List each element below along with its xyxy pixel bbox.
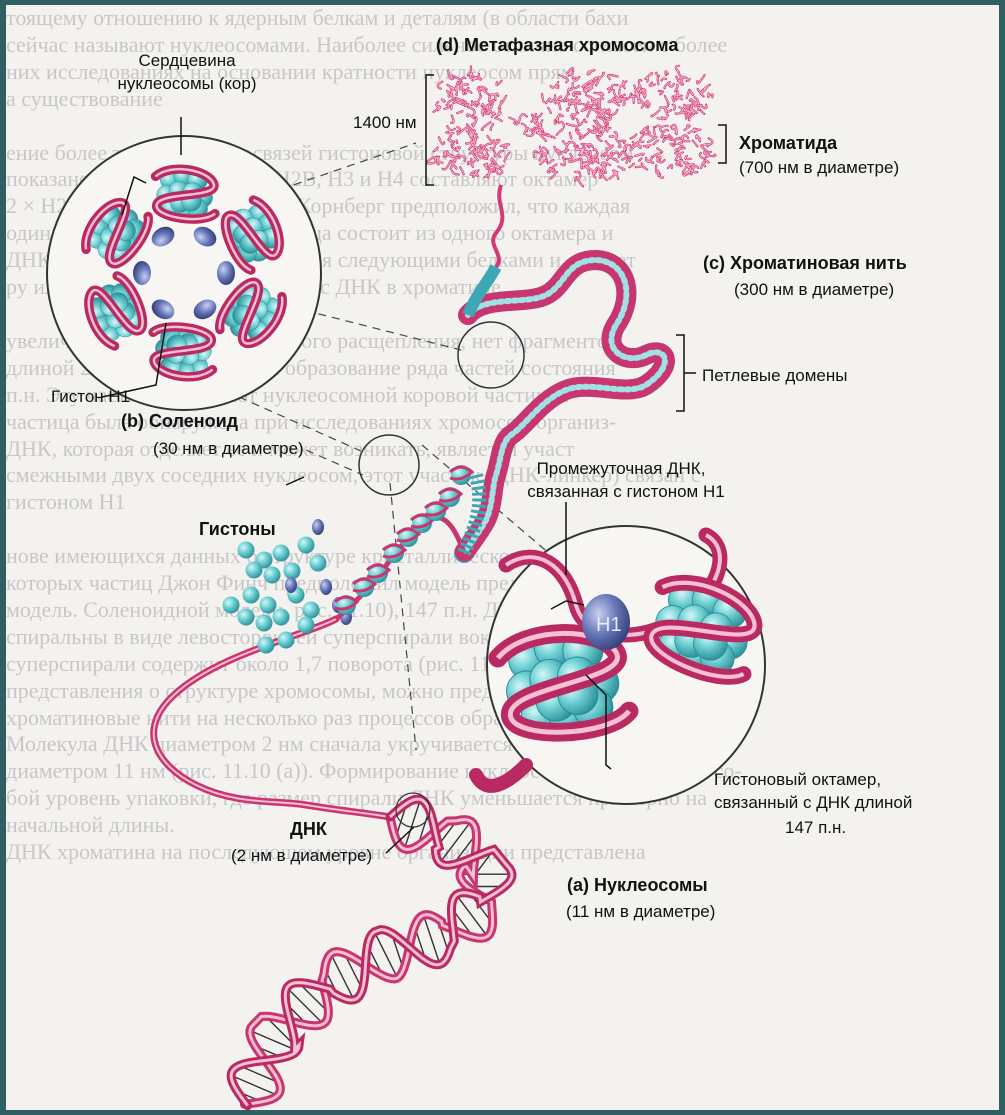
free-histone-core: [246, 562, 263, 579]
label-core-line2: нуклеосомы (кор): [92, 73, 282, 94]
free-histone-h1: [285, 577, 297, 593]
free-histone-core: [260, 597, 277, 614]
label-core-line1: Сердцевина: [107, 50, 267, 71]
free-histone-core: [273, 609, 290, 626]
label-linker-line2: связанная с гистоном H1: [516, 481, 736, 502]
label-b-size: (30 нм в диаметре): [153, 438, 304, 459]
free-histone-core: [223, 597, 240, 614]
free-histone-core: [284, 563, 301, 580]
nucleosome-octamer: [155, 166, 215, 219]
chromatid-arm: [624, 125, 715, 178]
figure-page: тоящему отношению к ядерным белкам и дет…: [6, 5, 999, 1110]
free-histone-core: [256, 615, 273, 632]
label-c-title: (c) Хроматиновая нить: [703, 253, 907, 274]
chromatin-fiber: [464, 260, 665, 553]
free-histone-core: [278, 632, 295, 649]
solenoid-zoom-marker: [359, 435, 419, 495]
h1-badge-text: H1: [596, 614, 622, 636]
label-d-title: (d) Метафазная хромосома: [436, 35, 678, 56]
label-histones: Гистоны: [199, 519, 276, 540]
free-histone-core: [298, 617, 315, 634]
free-histone-core: [310, 555, 327, 572]
chromatid-arm-highlight: [624, 125, 715, 178]
label-c-size: (300 нм в диаметре): [734, 279, 894, 300]
free-histone-core: [258, 637, 275, 654]
metaphase-chromosome: [427, 66, 715, 267]
solenoid-h1: [133, 261, 151, 285]
free-histone-h1: [320, 579, 332, 595]
label-loops: Петлевые домены: [702, 365, 847, 386]
label-h1: Гистон H1: [51, 386, 130, 407]
label-a-title: (a) Нуклеосомы: [567, 875, 708, 896]
label-a-size: (11 нм в диаметре): [566, 901, 715, 922]
label-octamer-line2: связанный с ДНК длиной: [714, 792, 912, 813]
label-dna: ДНК: [290, 819, 327, 840]
label-chromatid-size: (700 нм в диаметре): [739, 157, 899, 178]
free-histone-core: [303, 602, 320, 619]
label-octamer-line1: Гистоновый октамер,: [714, 769, 881, 790]
free-histone-core: [243, 587, 260, 604]
chromosome-tail: [493, 185, 502, 267]
label-linker-line1: Промежуточная ДНК,: [526, 458, 716, 479]
free-histone-core: [264, 567, 281, 584]
h1-histone-badge: H1: [582, 594, 630, 650]
chromatid-arm-highlight: [630, 66, 712, 120]
label-b-title: (b) Соленоид: [121, 411, 238, 432]
free-histone-core: [298, 537, 315, 554]
label-chromatid: Хроматида: [739, 133, 837, 154]
free-histone-core: [238, 609, 255, 626]
free-histone-h1: [312, 519, 324, 535]
label-d-size: 1400 нм: [353, 112, 417, 133]
label-dna-size: (2 нм в диаметре): [231, 845, 372, 866]
label-octamer-line3: 147 п.н.: [785, 817, 846, 838]
free-histone-core: [238, 542, 255, 559]
nucleosome-zoom-circle: [476, 526, 765, 804]
free-histone-core: [273, 545, 290, 562]
fiber-zoom-marker: [458, 322, 524, 388]
solenoid-zoom-circle: [47, 136, 321, 410]
solenoid-h1: [217, 261, 235, 285]
exit-dna: [476, 765, 526, 786]
